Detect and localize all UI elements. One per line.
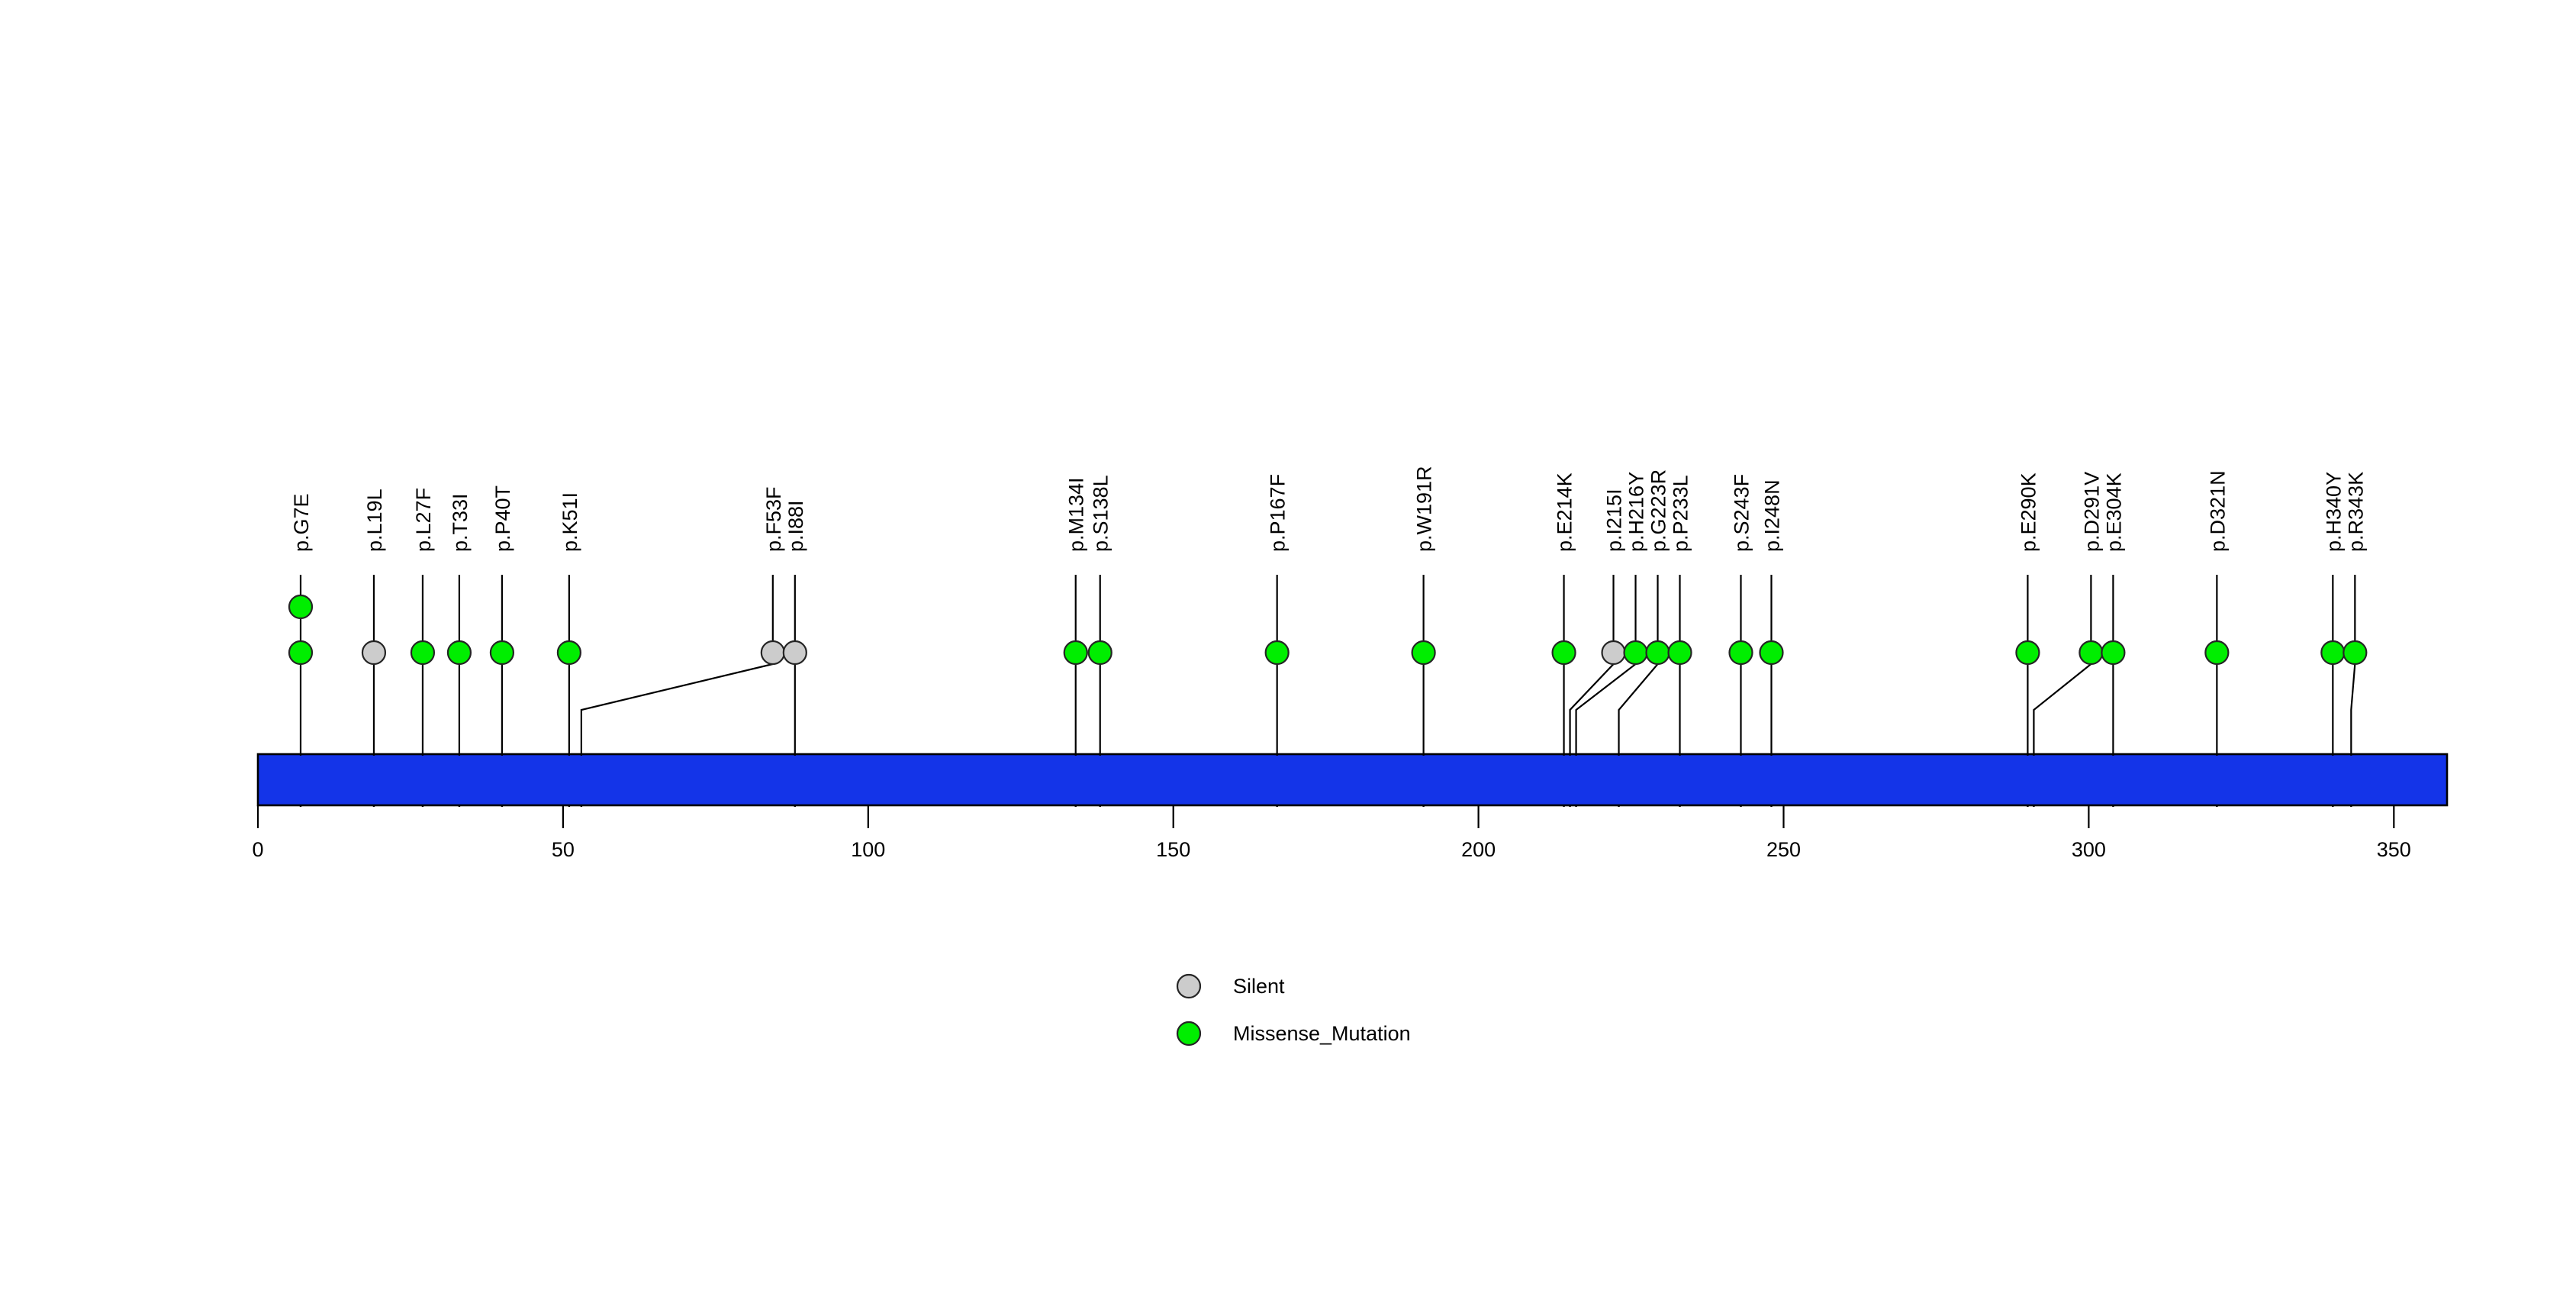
- lollipop-head[interactable]: [2204, 640, 2230, 666]
- mutation-label: p.G223R: [1647, 469, 1670, 552]
- mutation-label: p.S243F: [1731, 474, 1753, 552]
- lollipop-stem: [1575, 575, 1637, 756]
- lollipop-head[interactable]: [1411, 640, 1436, 666]
- lollipop-head[interactable]: [1551, 640, 1576, 666]
- lollipop-stem: [1569, 575, 1615, 756]
- lollipop-head[interactable]: [1601, 640, 1626, 666]
- x-axis-group: 0 50 100 150 200 250 300 350: [252, 805, 2411, 861]
- mutation-label: p.H216Y: [1625, 472, 1648, 552]
- lollipop-head[interactable]: [760, 640, 785, 666]
- lollipop-head[interactable]: [1759, 640, 1784, 666]
- legend-swatch: [1176, 973, 1202, 999]
- mutation-label: p.F53F: [762, 486, 785, 552]
- mutation-label: p.E290K: [2017, 472, 2040, 552]
- mutation-label: p.E214K: [1554, 472, 1576, 552]
- mutation-label: p.D291V: [2080, 472, 2103, 552]
- lollipop-head[interactable]: [2015, 640, 2040, 666]
- mutation-label: p.W191R: [1413, 466, 1436, 552]
- lollipop-head[interactable]: [1063, 640, 1088, 666]
- axis-tick-label: 50: [552, 838, 575, 861]
- protein-backbone-bar[interactable]: [256, 753, 2449, 807]
- lollipop-head[interactable]: [446, 640, 472, 666]
- axis-tick-label: 300: [2072, 838, 2106, 861]
- axis-tick-label: 250: [1766, 838, 1801, 861]
- lollipop-head[interactable]: [782, 640, 807, 666]
- axis-tick-label: 100: [851, 838, 885, 861]
- lollipop-head[interactable]: [2320, 640, 2346, 666]
- mutation-label: p.L27F: [412, 488, 435, 552]
- lollipop-stem: [580, 575, 774, 756]
- lollipop-head[interactable]: [1264, 640, 1290, 666]
- mutation-labels-group: p.G7E p.L19L p.L27F p.T33I p.P40T p.K51I p.F53…: [290, 466, 2367, 552]
- mutation-label: p.E304K: [2102, 472, 2125, 552]
- mutation-label: p.M134I: [1065, 477, 1088, 552]
- legend-swatch: [1176, 1021, 1202, 1047]
- mutation-label: p.P40T: [491, 485, 514, 552]
- lollipop-head[interactable]: [1645, 640, 1670, 666]
- lollipop-stem: [2033, 575, 2092, 756]
- lollipop-head[interactable]: [288, 594, 314, 620]
- lollipop-heads-group[interactable]: [288, 594, 2368, 666]
- mutation-label: p.D321N: [2206, 470, 2229, 552]
- lollipop-head[interactable]: [556, 640, 581, 666]
- axis-tick-label: 0: [252, 838, 263, 861]
- lollipop-stem: [1618, 575, 1659, 756]
- mutation-label: p.K51I: [559, 492, 581, 552]
- legend-label: Silent: [1233, 975, 1285, 998]
- lollipop-stem: [2350, 575, 2356, 756]
- lollipop-head[interactable]: [410, 640, 436, 666]
- mutation-label: p.L19L: [363, 489, 386, 552]
- lollipop-stems-group: [299, 575, 2356, 756]
- lollipop-head[interactable]: [288, 640, 314, 666]
- lollipop-head[interactable]: [361, 640, 387, 666]
- axis-tick-label: 350: [2377, 838, 2411, 861]
- legend-label: Missense_Mutation: [1233, 1022, 1411, 1045]
- mutation-label: p.I215I: [1603, 489, 1626, 552]
- lollipop-head[interactable]: [1623, 640, 1648, 666]
- lollipop-head[interactable]: [2101, 640, 2126, 666]
- mutation-label: p.G7E: [290, 493, 313, 552]
- axis-tick-label: 200: [1461, 838, 1496, 861]
- mutation-label: p.I88I: [784, 500, 807, 552]
- lollipop-head[interactable]: [2343, 640, 2368, 666]
- axis-tick-label: 150: [1156, 838, 1190, 861]
- lollipop-head[interactable]: [2079, 640, 2104, 666]
- lollipop-head[interactable]: [1087, 640, 1113, 666]
- protein-domain-bar-group: [256, 753, 2449, 807]
- lollipop-head[interactable]: [1728, 640, 1753, 666]
- lollipop-head[interactable]: [489, 640, 515, 666]
- mutation-label: p.R343K: [2344, 472, 2367, 552]
- mutation-label: p.P167F: [1267, 474, 1290, 552]
- mutation-label: p.T33I: [449, 493, 472, 552]
- mutation-label: p.I248N: [1761, 479, 1784, 552]
- lollipop-head[interactable]: [1667, 640, 1692, 666]
- mutation-label: p.P233L: [1670, 475, 1692, 552]
- mutation-label: p.H340Y: [2322, 472, 2345, 552]
- mutation-label: p.S138L: [1090, 475, 1113, 552]
